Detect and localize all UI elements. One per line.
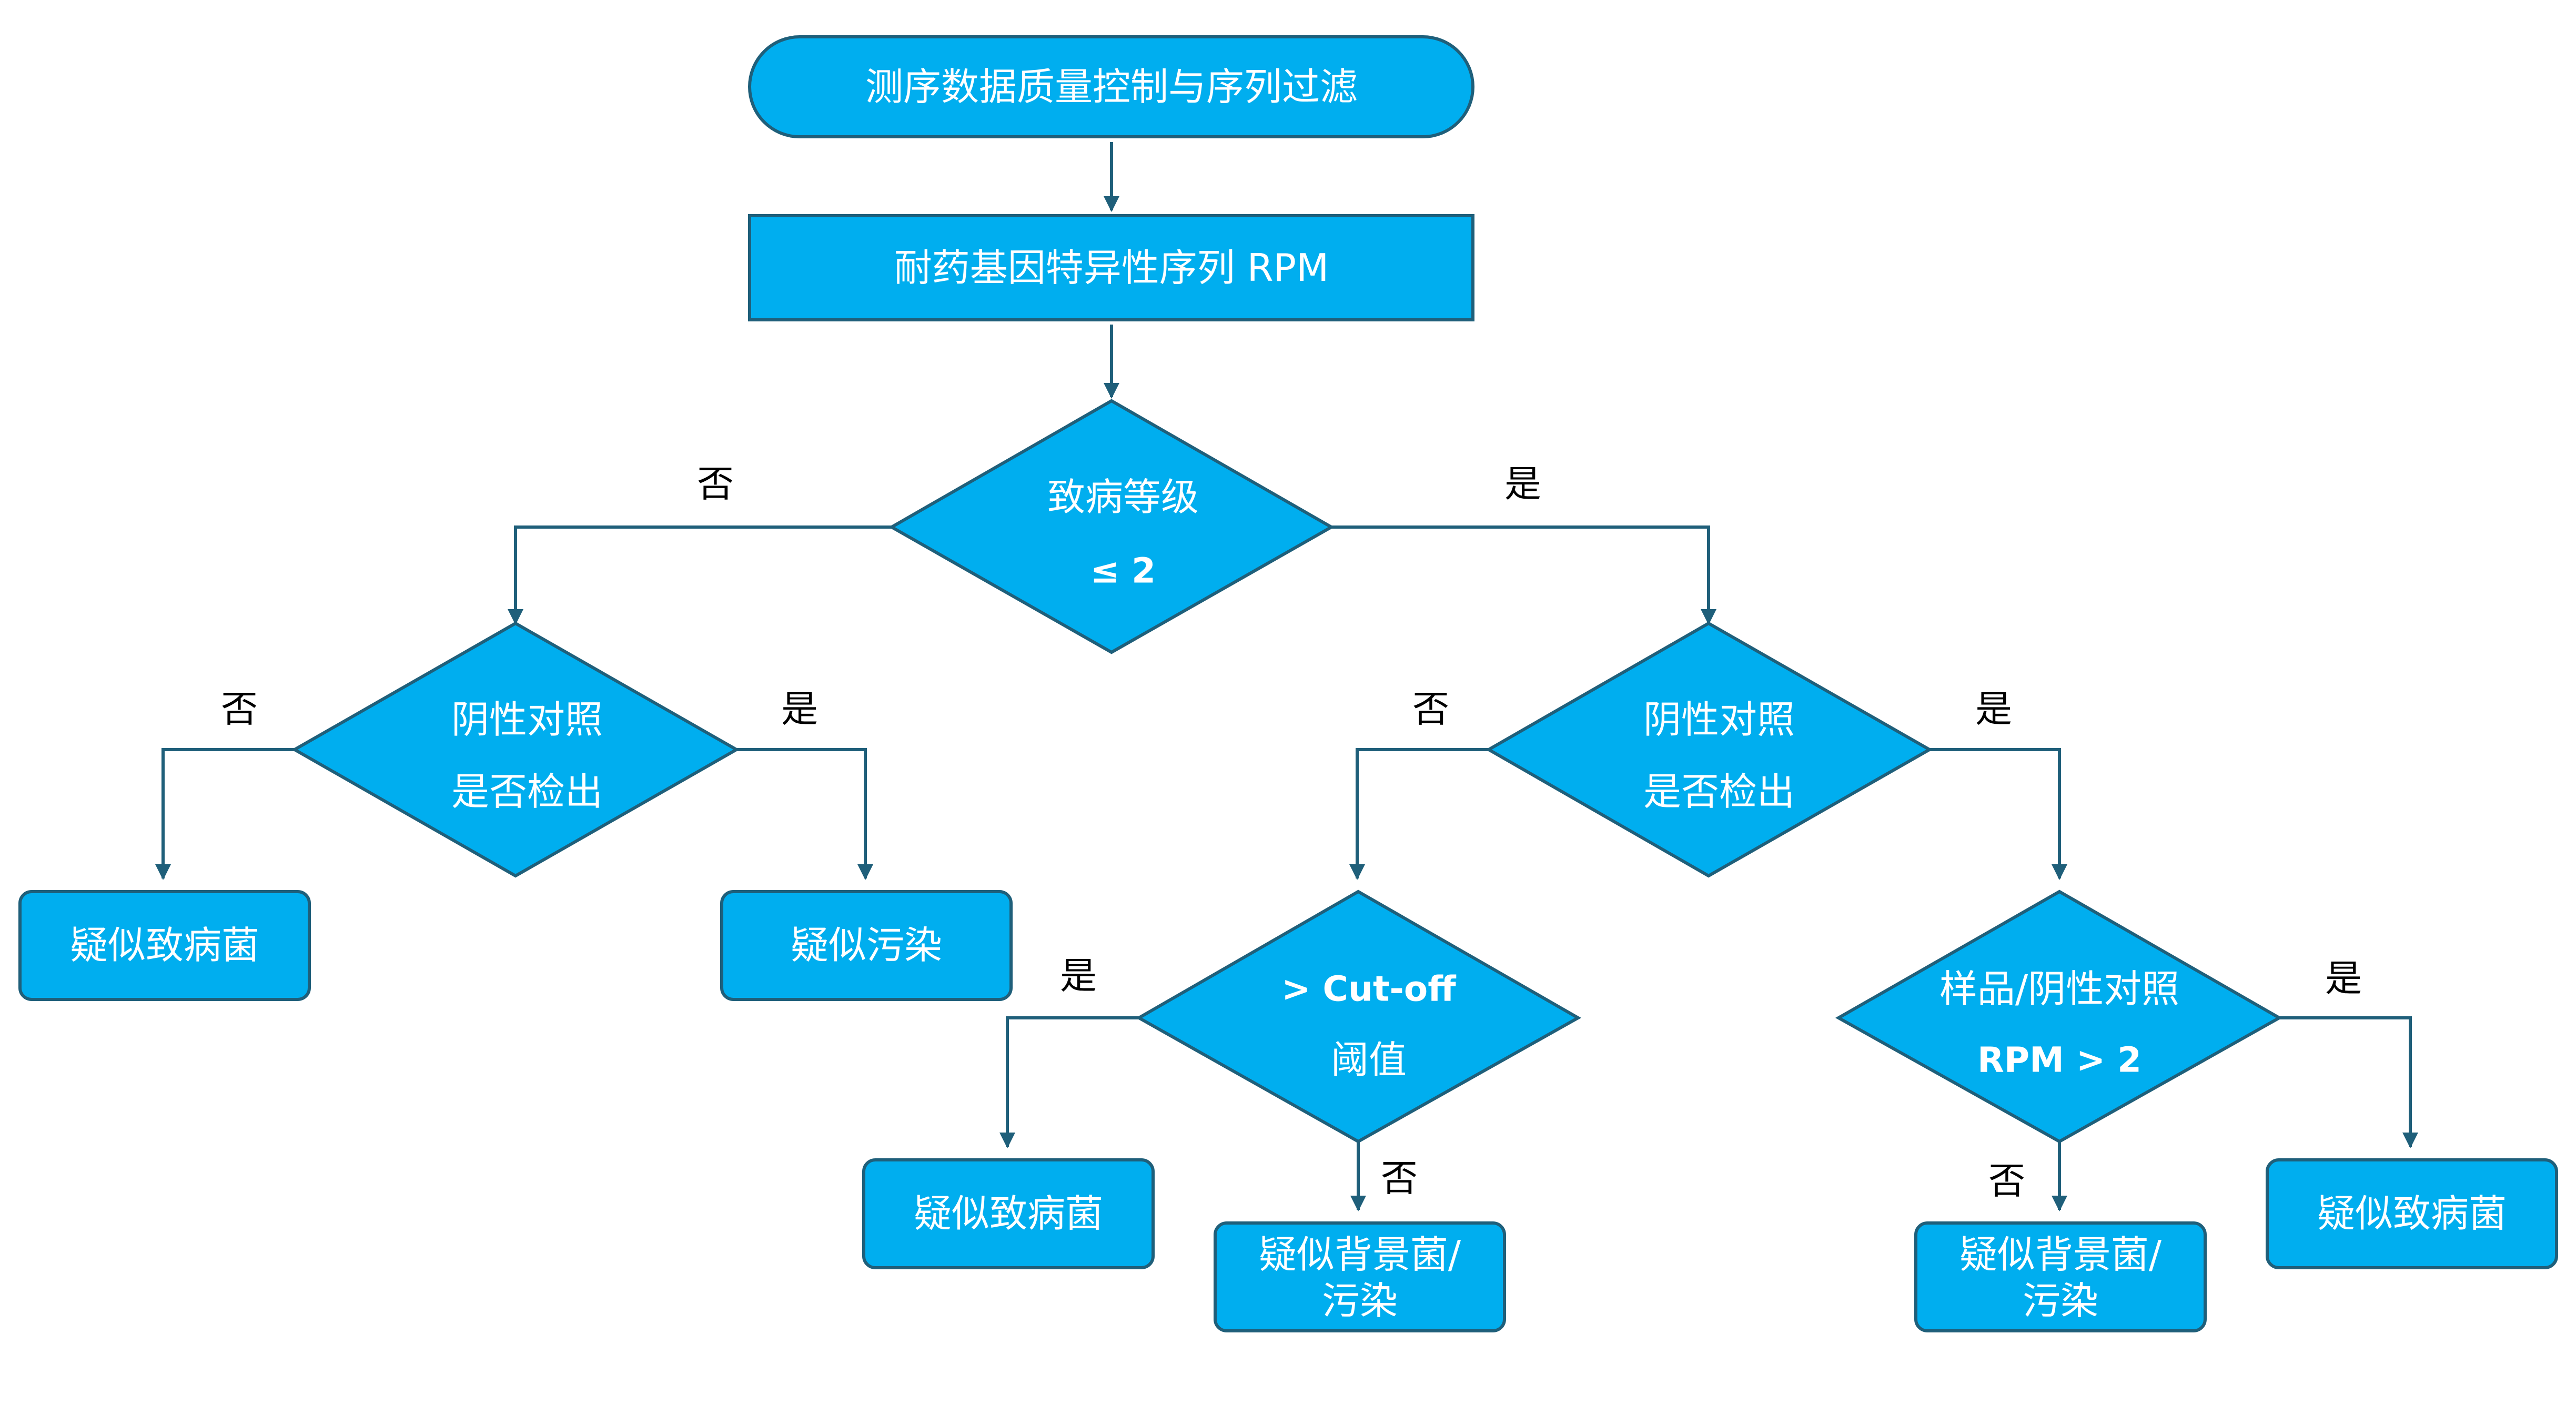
node-start: 测序数据质量控制与序列过滤 bbox=[748, 35, 1474, 138]
edge-ratio-yes bbox=[2279, 1016, 2418, 1148]
result-suspected-pathogen-2: 疑似致病菌 bbox=[862, 1158, 1155, 1269]
label-cutoff-no: 否 bbox=[1381, 1157, 1418, 1200]
label-cutoff-yes: 是 bbox=[1060, 954, 1097, 997]
label-negleft-yes: 是 bbox=[781, 688, 818, 731]
edge-negleft-no bbox=[155, 748, 295, 880]
decision-negleft-line2: 是否检出 bbox=[451, 770, 603, 814]
result-4-line2: 污染 bbox=[1322, 1279, 1398, 1323]
result-suspected-pathogen-3: 疑似致病菌 bbox=[2266, 1158, 2558, 1269]
decision-negative-control-left: 阴性对照 是否检出 bbox=[291, 621, 740, 878]
label-negright-no: 否 bbox=[1412, 688, 1449, 731]
decision-negright-line2: 是否检出 bbox=[1643, 770, 1795, 814]
result-6-text: 疑似致病菌 bbox=[2317, 1191, 2507, 1236]
decision-ratio-line1: 样品/阴性对照 bbox=[1939, 967, 2179, 1011]
result-5-line2: 污染 bbox=[2023, 1279, 2098, 1323]
result-suspected-pathogen-1: 疑似致病菌 bbox=[18, 890, 311, 1001]
decision-negative-control-right: 阴性对照 是否检出 bbox=[1485, 621, 1933, 878]
connectors bbox=[155, 142, 2418, 1211]
edge-negleft-yes bbox=[736, 748, 873, 880]
edge-negright-yes bbox=[1930, 748, 2067, 880]
edge-pathogenicity-no bbox=[508, 525, 892, 625]
result-4-line1: 疑似背景菌/ bbox=[1259, 1232, 1461, 1277]
result-3-text: 疑似致病菌 bbox=[914, 1191, 1103, 1236]
edge-negright-no bbox=[1349, 748, 1489, 880]
edge-pathogenicity-yes bbox=[1331, 525, 1716, 625]
decision-pathogenicity-line1: 致病等级 bbox=[1047, 475, 1199, 519]
label-ratio-no: 否 bbox=[1988, 1159, 2025, 1202]
decision-pathogenicity: 致病等级 ≤ 2 bbox=[888, 399, 1335, 654]
result-suspected-contamination: 疑似污染 bbox=[720, 890, 1013, 1001]
label-pathogenicity-yes: 是 bbox=[1504, 462, 1541, 506]
result-1-text: 疑似致病菌 bbox=[70, 923, 259, 967]
decision-negleft-line1: 阴性对照 bbox=[451, 698, 603, 742]
edge-cutoff-yes bbox=[999, 1016, 1139, 1148]
decision-cutoff-line2: 阈值 bbox=[1331, 1038, 1407, 1082]
decision-negright-line1: 阴性对照 bbox=[1643, 698, 1795, 742]
decision-ratio-line2: RPM > 2 bbox=[1977, 1040, 2141, 1080]
label-negleft-no: 否 bbox=[221, 688, 258, 731]
result-2-text: 疑似污染 bbox=[791, 923, 942, 967]
node-rpm: 耐药基因特异性序列 RPM bbox=[748, 214, 1474, 321]
label-pathogenicity-no: 否 bbox=[697, 462, 734, 506]
result-5-line1: 疑似背景菌/ bbox=[1959, 1232, 2162, 1277]
result-background-contamination-1: 疑似背景菌/ 污染 bbox=[1214, 1221, 1506, 1332]
decision-pathogenicity-line2: ≤ 2 bbox=[1090, 551, 1156, 591]
label-negright-yes: 是 bbox=[1975, 688, 2012, 731]
decision-ratio: 样品/阴性对照 RPM > 2 bbox=[1835, 890, 2283, 1144]
node-rpm-text: 耐药基因特异性序列 RPM bbox=[894, 246, 1329, 290]
edge-labels: 否 是 否 是 否 是 是 否 否 是 bbox=[221, 462, 2362, 1202]
result-background-contamination-2: 疑似背景菌/ 污染 bbox=[1914, 1221, 2207, 1332]
node-start-text: 测序数据质量控制与序列过滤 bbox=[865, 65, 1358, 109]
label-ratio-yes: 是 bbox=[2325, 957, 2362, 1000]
decision-cutoff-line1: > Cut-off bbox=[1281, 969, 1457, 1009]
decision-cutoff: > Cut-off 阈值 bbox=[1135, 890, 1582, 1144]
